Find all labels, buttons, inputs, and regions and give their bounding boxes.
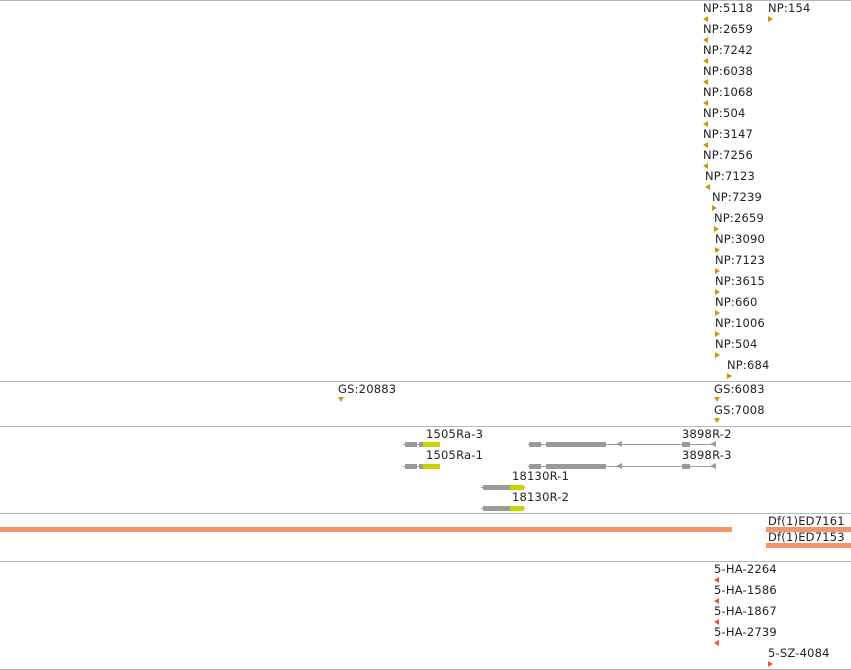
np-feature-marker[interactable] (715, 289, 720, 295)
np-feature-marker[interactable] (768, 16, 773, 22)
track-separator (0, 513, 851, 514)
insertion-label[interactable]: 5-HA-1586 (714, 583, 777, 597)
insertion-label[interactable]: 5-HA-1867 (714, 604, 777, 618)
np-feature-marker[interactable] (714, 226, 719, 232)
insertion-marker[interactable] (768, 661, 773, 667)
np-feature-label[interactable]: NP:7242 (703, 43, 754, 57)
np-feature-label[interactable]: NP:7239 (712, 190, 763, 204)
deficiency-label[interactable]: Df(1)ED7161 (768, 514, 845, 528)
np-feature-marker[interactable] (703, 79, 708, 85)
gs-feature-label[interactable]: GS:20883 (338, 382, 397, 396)
np-feature-label[interactable]: NP:3090 (715, 232, 766, 246)
np-feature-marker[interactable] (703, 58, 708, 64)
np-feature-marker[interactable] (715, 352, 720, 358)
gene-label[interactable]: 3898R-2 (682, 427, 732, 441)
np-feature-marker[interactable] (703, 163, 708, 169)
np-feature-marker[interactable] (703, 100, 708, 106)
np-feature-label[interactable]: NP:684 (727, 358, 770, 372)
np-feature-label[interactable]: NP:3615 (715, 274, 766, 288)
np-feature-label[interactable]: NP:5118 (703, 1, 754, 15)
track-separator (0, 561, 851, 562)
insertion-label[interactable]: 5-HA-2264 (714, 562, 777, 576)
np-feature-marker[interactable] (715, 310, 720, 316)
deficiency-bar-ED7161-right[interactable] (766, 527, 851, 532)
gs-feature-label[interactable]: GS:6083 (714, 382, 765, 396)
np-feature-marker[interactable] (727, 373, 732, 379)
gs-feature-marker[interactable] (338, 397, 344, 402)
insertion-marker[interactable] (714, 598, 719, 604)
np-feature-label[interactable]: NP:7123 (705, 169, 756, 183)
track-separator (0, 0, 851, 1)
insertion-marker[interactable] (714, 619, 719, 625)
deficiency-bar-ED7153[interactable] (766, 543, 851, 548)
np-feature-label[interactable]: NP:7123 (715, 253, 766, 267)
np-feature-marker[interactable] (715, 331, 720, 337)
np-feature-label[interactable]: NP:3147 (703, 127, 754, 141)
np-feature-label[interactable]: NP:660 (715, 295, 758, 309)
gene-label[interactable]: 1505Ra-1 (426, 448, 484, 462)
np-feature-marker[interactable] (703, 121, 708, 127)
deficiency-label[interactable]: Df(1)ED7153 (768, 530, 845, 544)
np-feature-label[interactable]: NP:2659 (703, 22, 754, 36)
gene-label[interactable]: 3898R-3 (682, 448, 732, 462)
np-feature-label[interactable]: NP:504 (703, 106, 746, 120)
np-feature-label[interactable]: NP:1068 (703, 85, 754, 99)
insertion-label[interactable]: 5-HA-2739 (714, 625, 777, 639)
np-feature-marker[interactable] (715, 247, 720, 253)
np-feature-label[interactable]: NP:2659 (714, 211, 765, 225)
np-feature-label[interactable]: NP:154 (768, 1, 811, 15)
np-feature-label[interactable]: NP:1006 (715, 316, 766, 330)
track-separator (0, 426, 851, 427)
gene-label[interactable]: 18130R-2 (512, 490, 570, 504)
insertion-marker[interactable] (714, 577, 719, 583)
np-feature-label[interactable]: NP:6038 (703, 64, 754, 78)
np-feature-marker[interactable] (703, 142, 708, 148)
insertion-marker[interactable] (714, 640, 719, 646)
np-feature-label[interactable]: NP:7256 (703, 148, 754, 162)
np-feature-label[interactable]: NP:504 (715, 337, 758, 351)
np-feature-marker[interactable] (703, 16, 708, 22)
gs-feature-marker[interactable] (714, 397, 720, 402)
gene-label[interactable]: 18130R-1 (512, 469, 570, 483)
gene-label[interactable]: 1505Ra-3 (426, 427, 484, 441)
np-feature-marker[interactable] (715, 268, 720, 274)
gs-feature-marker[interactable] (714, 418, 720, 423)
deficiency-bar-ED7161[interactable] (0, 527, 732, 532)
track-separator (0, 381, 851, 382)
np-feature-marker[interactable] (705, 184, 710, 190)
np-feature-marker[interactable] (703, 37, 708, 43)
gs-feature-label[interactable]: GS:7008 (714, 403, 765, 417)
np-feature-marker[interactable] (712, 205, 717, 211)
insertion-label[interactable]: 5-SZ-4084 (768, 646, 830, 660)
